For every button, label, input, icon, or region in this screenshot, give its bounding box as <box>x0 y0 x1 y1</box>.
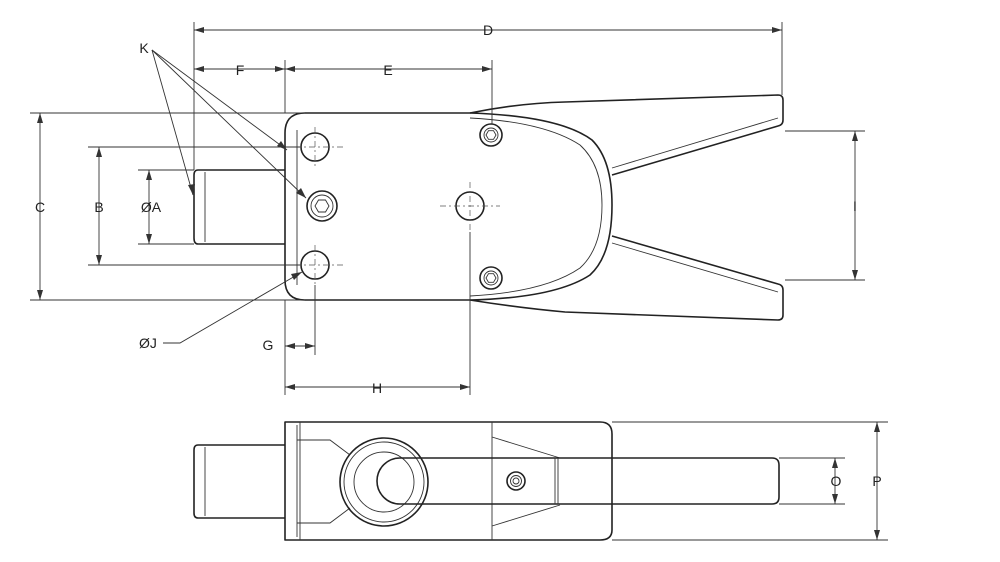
label-c: C <box>35 199 45 215</box>
top-view <box>193 94 784 321</box>
socket-screw-mid <box>306 190 338 222</box>
label-k: K <box>139 40 149 56</box>
dimension-lines <box>30 22 888 541</box>
mounting-hole-top <box>295 127 345 167</box>
gripper-body <box>284 112 613 301</box>
label-i: I <box>853 198 857 214</box>
dimension-labels: D F E K C B ØA I ØJ G H O P <box>35 22 882 489</box>
label-f: F <box>236 62 245 78</box>
side-arm <box>376 457 780 505</box>
side-body <box>284 421 613 541</box>
side-view <box>193 421 780 541</box>
side-screw <box>506 471 526 491</box>
label-o: O <box>831 473 842 489</box>
center-hole <box>440 182 500 232</box>
label-j: ØJ <box>139 335 157 351</box>
mounting-hole-bottom <box>295 245 345 285</box>
upper-jaw <box>469 94 784 176</box>
label-d: D <box>483 22 493 38</box>
side-shaft <box>193 444 285 519</box>
label-p: P <box>872 473 881 489</box>
lower-jaw <box>469 235 784 321</box>
shaft <box>193 169 285 245</box>
label-e: E <box>383 62 392 78</box>
label-g: G <box>263 337 274 353</box>
label-h: H <box>372 380 382 396</box>
socket-screw-top <box>479 123 503 147</box>
socket-screw-bottom <box>479 266 503 290</box>
label-a: ØA <box>141 199 162 215</box>
side-roller <box>339 437 429 527</box>
label-b: B <box>94 199 103 215</box>
